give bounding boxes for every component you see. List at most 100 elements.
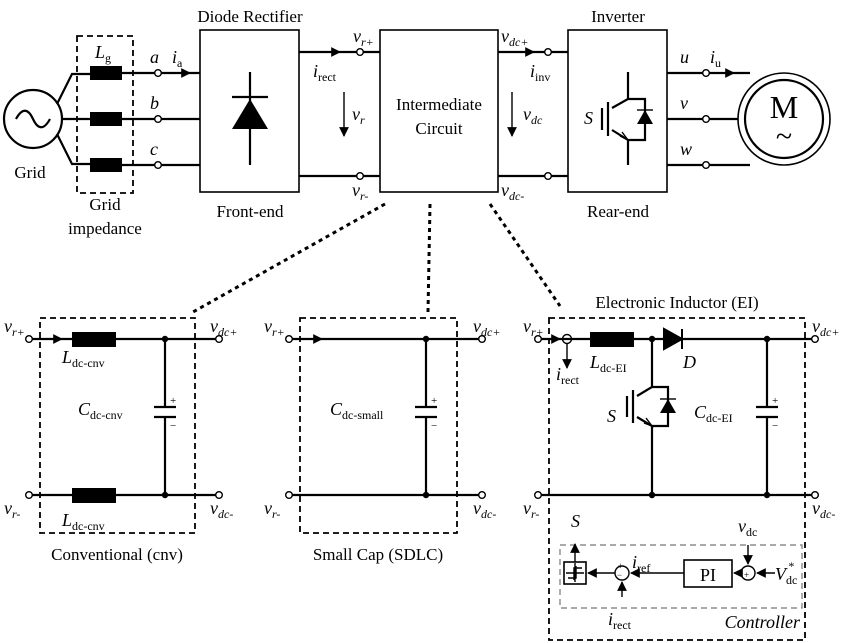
pi-label: PI [700,565,716,585]
vr-plus-symbol: v [353,26,361,46]
intermediate-label-1: Intermediate [396,95,482,114]
iref-symbol: i [632,552,637,572]
hysteresis-icon [566,563,584,582]
intermediate-circuit: Intermediate Circuit [379,29,499,193]
phase-b-label: b [150,93,159,113]
controller-s-label: S [571,511,580,531]
svg-text:+: + [744,570,749,580]
inductor-icon [72,488,116,503]
diode-d-icon [663,327,685,351]
svg-text:vdc+: vdc+ [812,316,839,339]
controller-label: Controller [725,612,801,632]
conventional-circuit: + − vr+ vr- vdc+ vdc- Ldc-cnv Ldc-cnv Cd… [4,316,237,564]
iinv-symbol: i [530,61,535,81]
svg-text:−: − [431,420,437,432]
svg-text:iu: iu [710,47,721,70]
vr-minus-symbol: v [352,180,360,200]
svg-text:vdc-: vdc- [473,498,496,521]
vdc-minus-symbol: v [501,180,509,200]
svg-text:irect: irect [608,609,632,632]
switch-s-label: S [584,108,593,128]
motor-icon [737,72,831,166]
inverter-label: Inverter [591,7,645,26]
svg-text:vr+: vr+ [264,316,285,339]
svg-text:vr+: vr+ [353,26,374,49]
capacitor-icon [415,405,437,419]
svg-text:iinv: iinv [530,61,550,84]
capacitor-icon [154,405,176,419]
svg-text:vr-: vr- [352,180,368,203]
phase-c-label: c [150,139,158,159]
svg-text:vr: vr [352,104,365,127]
electronic-inductor-circuit: Electronic Inductor (EI) + − vr+ vr- vdc… [523,293,839,641]
inductor-icon [90,66,122,80]
cdc-ei-symbol: C [694,402,707,422]
svg-text:Cdc-EI: Cdc-EI [694,402,733,425]
rear-end-label: Rear-end [587,202,649,221]
irect-ei-symbol: i [556,364,561,384]
phase-u-label: u [680,47,689,67]
svg-text:vr-: vr- [523,498,539,521]
dc-link-rectifier-side: vr+ irect vr vr- [299,26,380,203]
conventional-label: Conventional (cnv) [51,545,183,564]
svg-text:Vdc*: Vdc* [775,559,797,587]
inductor-icon [90,112,122,126]
motor-label: M [770,89,798,125]
vdc-star-symbol: V [775,564,788,584]
phase-a-label: a [150,47,159,67]
ldc-cnv-symbol: L [61,347,72,367]
svg-text:vdc-: vdc- [812,498,835,521]
small-cap-label: Small Cap (SDLC) [313,545,443,564]
controller: S + − iref irect PI − + vdc Vdc* Control… [559,511,803,632]
capacitor-icon [756,405,778,419]
switch-s-ei-label: S [607,406,616,426]
ldc-ei-symbol: L [589,352,600,372]
svg-text:vdc: vdc [738,516,757,539]
svg-text:−: − [772,420,778,432]
svg-text:Ldc-EI: Ldc-EI [589,352,627,375]
grid-label: Grid [14,163,46,182]
svg-text:Ldc-cnv: Ldc-cnv [61,510,105,533]
svg-text:vr+: vr+ [523,316,544,339]
svg-text:+: + [772,395,778,407]
zoom-lines [192,202,562,314]
diode-d-label: D [682,352,696,372]
pi-block [683,559,733,588]
grid-impedance: Lg a b c ia Grid impedance [68,35,200,238]
vdc-ctrl-symbol: v [738,516,746,536]
ia-symbol: i [172,47,177,67]
vdc-symbol: v [523,104,531,124]
svg-text:+: + [618,561,623,571]
svg-text:irect: irect [313,61,337,84]
vr-symbol: v [352,104,360,124]
svg-text:−: − [617,570,622,580]
ac-source-icon [15,109,51,129]
svg-text:vdc+: vdc+ [473,316,500,339]
svg-text:iref: iref [632,552,650,575]
svg-text:Cdc-cnv: Cdc-cnv [78,399,123,422]
svg-text:Ldc-cnv: Ldc-cnv [61,347,105,370]
diode-icon [232,99,268,129]
inductor-icon [72,332,116,347]
cdc-small-symbol: C [330,399,343,419]
svg-text:+: + [170,395,176,407]
irect-symbol: i [313,61,318,81]
svg-text:+: + [431,395,437,407]
svg-text:−: − [744,561,749,571]
diode-rectifier-label: Diode Rectifier [197,7,303,26]
svg-text:irect: irect [556,364,580,387]
inductor-icon [590,332,634,347]
svg-text:vdc-: vdc- [501,180,524,203]
dc-link-inverter-side: vdc+ iinv vdc vdc- [498,26,568,203]
svg-text:vr-: vr- [264,498,280,521]
cdc-cnv-symbol: C [78,399,91,419]
current-sensor-icon [561,333,573,345]
grid-impedance-label-1: Grid [89,195,121,214]
ldc-cnv-symbol-2: L [61,510,72,530]
svg-text:Lg: Lg [94,42,111,65]
svg-text:vdc+: vdc+ [501,26,528,49]
grid-source: Grid [2,72,90,182]
ei-label: Electronic Inductor (EI) [595,293,758,312]
intermediate-label-2: Circuit [415,119,462,138]
